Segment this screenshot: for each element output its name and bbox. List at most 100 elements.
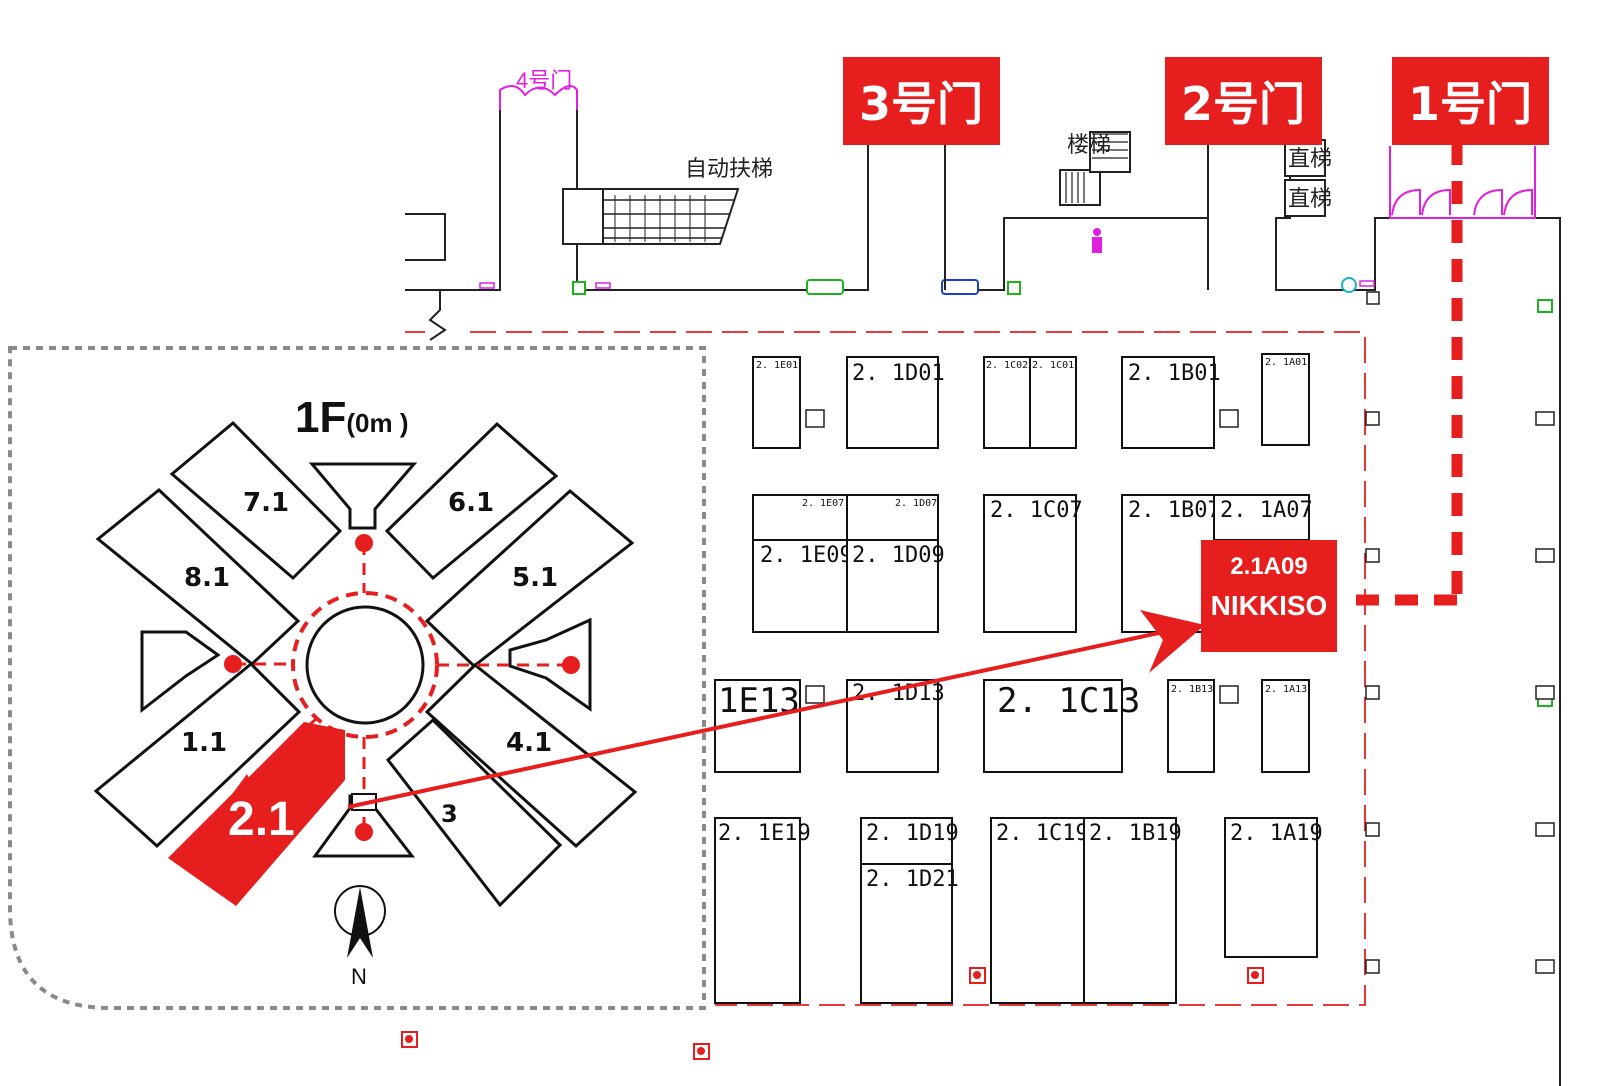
highlighted-booth[interactable]: 2.1A09 NIKKISO (1201, 540, 1337, 652)
booth-d07[interactable]: 2. 1D07 (846, 494, 939, 541)
booth-label: 2. 1B01 (1128, 361, 1221, 386)
booth-a01[interactable]: 2. 1A01 (1261, 353, 1310, 446)
booth-d19[interactable]: 2. 1D19 (860, 817, 959, 865)
hall-6-1[interactable] (384, 421, 559, 581)
entrance-west (140, 630, 221, 714)
booth-label: 2. 1D09 (852, 543, 945, 568)
booth-b01[interactable]: 2. 1B01 (1121, 356, 1221, 449)
booth-d09[interactable]: 2. 1D09 (846, 539, 945, 633)
stairs: 楼梯 (1059, 131, 1131, 206)
booth-label: 2. 1B13 (1171, 684, 1213, 695)
booth-label: 2. 1C07 (990, 498, 1083, 523)
booth-label: 2. 1A13 (1265, 684, 1307, 695)
booth-c02[interactable]: 2. 1C02 (983, 356, 1031, 449)
floor-height: (0m ) (346, 408, 408, 438)
hall-overview-inset: 1F(0m ) 7.1 6.1 8.1 5.1 1.1 4.1 2.1 3 (8, 346, 706, 1010)
stairs-label: 楼梯 (1067, 132, 1111, 157)
elevators: 直梯 直梯 (1284, 139, 1332, 217)
booth-label: 2. 1C02 (986, 360, 1028, 371)
booth-grid: 2. 1E01 2. 1D01 2. 1C02 2. 1C01 2. 1B01 … (714, 353, 1323, 1004)
gate-2-label: 2号门 (1181, 77, 1305, 131)
booth-label: 2. 1E01 (756, 360, 798, 371)
hall-3[interactable] (385, 717, 563, 908)
booth-a19[interactable]: 2. 1A19 (1224, 817, 1323, 958)
column-markers (805, 409, 1555, 974)
booth-label: 2. 1C19 (996, 821, 1089, 846)
entrance-east (508, 617, 592, 712)
booth-d01[interactable]: 2. 1D01 (846, 356, 945, 449)
hall-2-1-highlighted[interactable] (168, 722, 345, 906)
booth-b13[interactable]: 2. 1B13 (1167, 679, 1215, 773)
hall-8-1[interactable] (95, 488, 301, 666)
booth-label: 1E13 (718, 681, 800, 721)
booth-a13[interactable]: 2. 1A13 (1261, 679, 1310, 773)
hall-5-1[interactable] (424, 489, 635, 668)
hall-boundary (405, 331, 1366, 1006)
hall-label-current: 2.1 (228, 793, 295, 846)
booth-label: 2. 1D21 (866, 867, 959, 892)
booth-label: 2. 1E07 (802, 498, 844, 509)
booth-label: 2. 1D19 (866, 821, 959, 846)
north-compass-icon (334, 885, 386, 958)
elevator-2-label: 直梯 (1288, 186, 1332, 211)
highlighted-booth-number: 2.1A09 (1230, 553, 1307, 580)
floor-number: 1F (295, 393, 346, 442)
booth-c07[interactable]: 2. 1C07 (983, 494, 1083, 633)
gate-3-label: 3号门 (859, 77, 983, 131)
booth-label: 2. 1B07 (1128, 498, 1221, 523)
elevator-1-label: 直梯 (1288, 146, 1332, 171)
booth-label: 2. 1E09 (760, 543, 853, 568)
hall-label: 5.1 (512, 563, 558, 593)
hall-label: 3 (441, 800, 458, 828)
booth-label: 2. 1D13 (852, 681, 945, 706)
booth-e09[interactable]: 2. 1E09 (752, 539, 853, 633)
hall-1-1[interactable] (93, 661, 302, 849)
hall-label: 1.1 (181, 728, 227, 758)
booth-e19[interactable]: 2. 1E19 (714, 817, 811, 1004)
gate-1-doors (1389, 146, 1536, 219)
booth-e07[interactable]: 2. 1E07 (752, 494, 848, 541)
booth-c01[interactable]: 2. 1C01 (1029, 356, 1077, 449)
highlighted-booth-company: NIKKISO (1211, 590, 1328, 621)
hall-label: 7.1 (243, 488, 289, 518)
gate-2-sign[interactable]: 2号门 (1165, 57, 1322, 145)
hall-label: 4.1 (506, 728, 552, 758)
restroom-icon (1092, 228, 1102, 253)
booth-b19[interactable]: 2. 1B19 (1083, 817, 1182, 1004)
escalator: 自动扶梯 (562, 156, 773, 245)
booth-c19[interactable]: 2. 1C19 (990, 817, 1089, 1004)
booth-label: 2. 1E19 (718, 821, 811, 846)
gate-4: 4号门 (499, 68, 578, 110)
inset-floor-title: 1F(0m ) (295, 393, 408, 442)
gate-3-sign[interactable]: 3号门 (843, 57, 1000, 145)
north-label: N (351, 964, 367, 989)
hall-4-1[interactable] (424, 663, 638, 849)
hall-7-1[interactable] (169, 420, 343, 581)
hall-label: 8.1 (184, 563, 230, 593)
booth-c13[interactable]: 2. 1C13 (983, 679, 1140, 773)
route-from-gate-1 (1343, 142, 1463, 606)
booth-label: 2. 1A07 (1220, 498, 1313, 523)
booth-label: 2. 1B19 (1089, 821, 1182, 846)
booth-b07[interactable]: 2. 1B07 (1121, 494, 1221, 633)
booth-a07[interactable]: 2. 1A07 (1213, 494, 1313, 541)
central-plaza (305, 605, 425, 725)
gate-labels: 3号门 2号门 1号门 (843, 57, 1549, 290)
booth-label: 2. 1D07 (895, 498, 937, 509)
route-to-booth (347, 610, 1205, 809)
escalator-label: 自动扶梯 (685, 156, 773, 181)
booth-e01[interactable]: 2. 1E01 (752, 356, 801, 449)
booth-label: 2. 1C13 (997, 681, 1140, 721)
booth-d13[interactable]: 2. 1D13 (846, 679, 945, 773)
gate-1-label: 1号门 (1408, 77, 1532, 131)
booth-d21[interactable]: 2. 1D21 (860, 863, 959, 1004)
gate-1-sign[interactable]: 1号门 (1392, 57, 1549, 145)
entrance-north (308, 462, 418, 530)
booth-label: 2. 1D01 (852, 361, 945, 386)
booth-label: 2. 1C01 (1032, 360, 1074, 371)
extinguisher-icons (401, 967, 1264, 1060)
booth-label: 2. 1A19 (1230, 821, 1323, 846)
booth-label: 2. 1A01 (1265, 357, 1307, 368)
hall-label: 6.1 (448, 488, 494, 518)
